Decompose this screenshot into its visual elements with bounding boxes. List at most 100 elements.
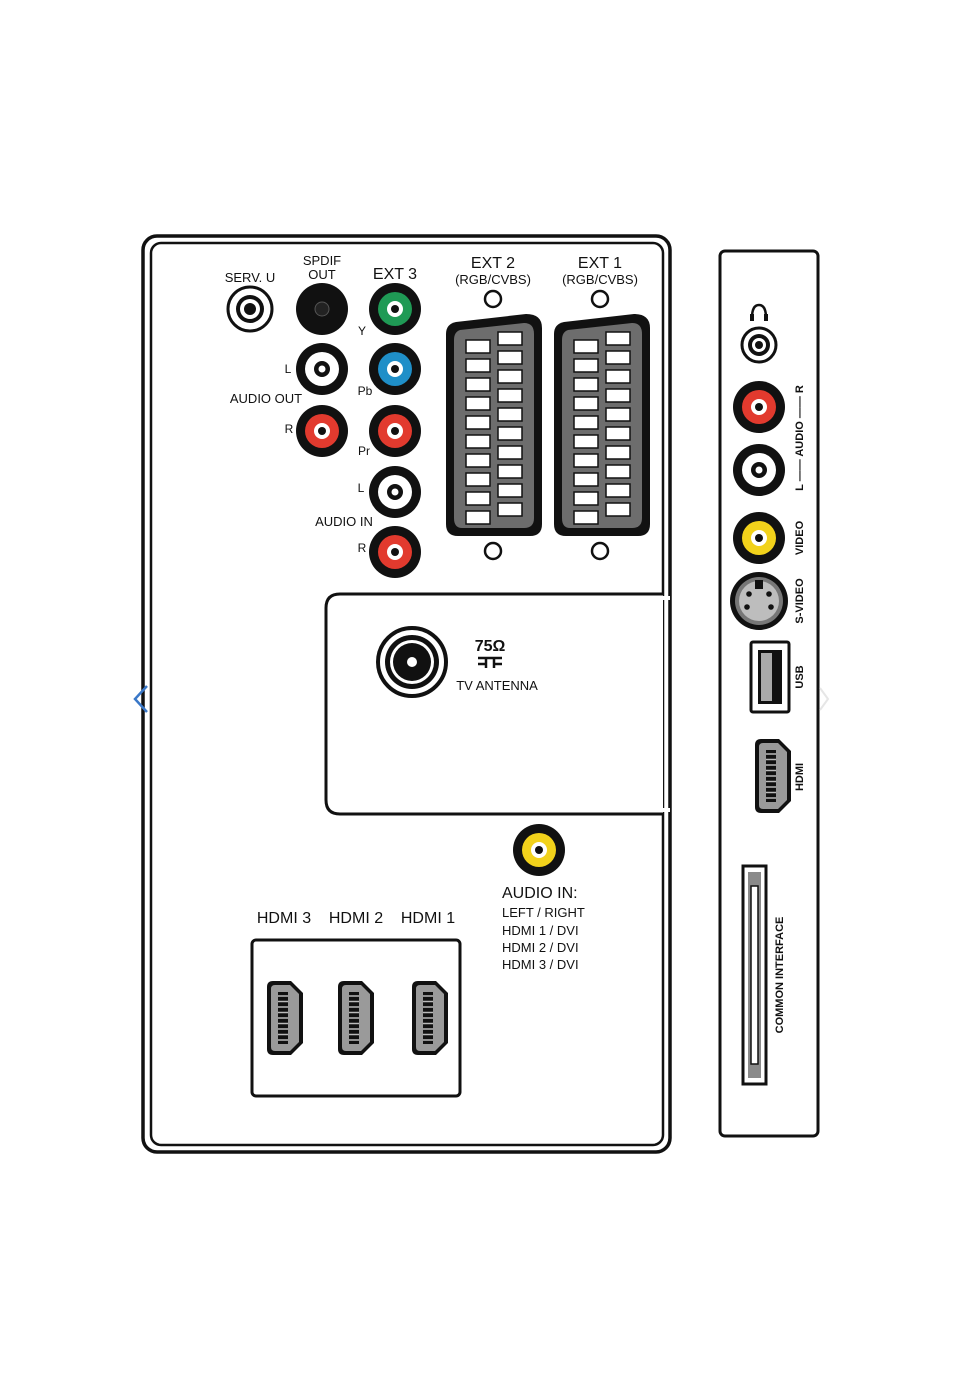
ext3-label: EXT 3 [373,266,417,283]
ext3-y-port [369,283,421,335]
audio-in-hdmi-line: LEFT / RIGHT [502,905,585,920]
hdmi3-label: HDMI 3 [257,910,311,927]
chevron-left-icon[interactable] [133,685,148,713]
scart-pin [573,510,599,525]
side-usb-label: USB [794,665,806,688]
antenna-impedance-label: 75Ω [475,638,506,655]
scart-pin [497,407,523,422]
ext3-y-label: Y [358,324,366,338]
scart-pin [605,369,631,384]
ext2-sub-label: (RGB/CVBS) [455,272,531,287]
scart-pin [465,434,491,449]
antenna-symbol-icon [478,656,502,668]
scart-pin [573,415,599,430]
hdmi1-port [412,981,448,1055]
common-interface-label: COMMON INTERFACE [774,917,786,1034]
headphone-icon [750,303,768,321]
scart-screw-holes [483,289,610,561]
scart-pin [497,502,523,517]
scart-pin [497,464,523,479]
audio-in-hdmi-line: HDMI 3 / DVI [502,957,579,972]
side-video-label: VIDEO [794,520,806,555]
side-video-port [733,512,785,564]
scart-pin [497,369,523,384]
chevron-right-icon[interactable] [819,687,830,711]
scart-pin [497,483,523,498]
ext3-pb-port [369,343,421,395]
side-svideo-label: S-VIDEO [794,578,806,624]
hdmi2-label: HDMI 2 [329,910,383,927]
scart-pin [605,331,631,346]
scart-pin [497,350,523,365]
scart-pin [605,407,631,422]
ext3-pb-label: Pb [358,384,373,398]
common-interface-slot [741,864,768,1086]
ext1-scart-connector [554,314,650,536]
audio-out-label: AUDIO OUT [230,391,302,406]
side-audio-r-port [733,381,785,433]
scart-pin [605,350,631,365]
scart-pin [573,358,599,373]
audio-out-l-label: L [285,362,292,376]
scart-pin [465,377,491,392]
side-hdmi-port [755,739,791,813]
scart-pin [497,388,523,403]
scart-pin [497,445,523,460]
audio-out-r-label: R [285,422,294,436]
audio-in-l-port [369,466,421,518]
scart-pin [465,339,491,354]
scart-pin [573,491,599,506]
scart-pin [605,483,631,498]
audio-in-r-port [369,526,421,578]
scart-pin [605,445,631,460]
tv-antenna-port [376,626,448,698]
scart-pin [497,331,523,346]
audio-in-hdmi-line: HDMI 1 / DVI [502,923,579,938]
hdmi-ports [267,981,448,1055]
audio-out-l-port [296,343,348,395]
ext2-label: EXT 2 [471,255,515,272]
audio-in-l-label: L [358,481,365,495]
audio-in-hdmi-title: AUDIO IN: [502,885,578,902]
side-hdmi-label: HDMI [794,763,806,791]
ext3-pr-port [369,405,421,457]
ext2-scart-connector [446,314,542,536]
serv-u-label: SERV. U [225,270,276,285]
ext1-label: EXT 1 [578,255,622,272]
scart-pin [573,396,599,411]
tv-antenna-label: TV ANTENNA [456,678,538,693]
scart-pin [573,339,599,354]
scart-pin [605,388,631,403]
scart-pin [465,491,491,506]
audio-in-label: AUDIO IN [315,514,373,529]
hdmi2-port [338,981,374,1055]
headphone-port [740,326,778,364]
audio-in-hdmi-line: HDMI 2 / DVI [502,940,579,955]
scart-pin [573,472,599,487]
serv-u-port: SERV. U [225,270,276,333]
audio-in-hdmi-port [513,824,565,876]
ext3-pr-label: Pr [358,444,370,458]
ext1-sub-label: (RGB/CVBS) [562,272,638,287]
audio-out-r-port [296,405,348,457]
scart-pin [573,434,599,449]
scart-pin [573,377,599,392]
side-audio-l-port [733,444,785,496]
scart-pin [465,453,491,468]
hdmi3-port [267,981,303,1055]
audio-in-r-label: R [358,541,367,555]
scart-pin [573,453,599,468]
scart-pin [605,426,631,441]
side-usb-port [749,640,791,714]
scart-pin [465,510,491,525]
scart-pin [465,396,491,411]
spdif-label-line2: OUT [308,267,336,282]
scart-pin [465,472,491,487]
scart-pin [497,426,523,441]
scart-pin [465,358,491,373]
spdif-out-port: SPDIF OUT [296,253,348,335]
spdif-label-line1: SPDIF [303,253,341,268]
scart-pin [605,502,631,517]
side-audio-label: L —— AUDIO —— R [794,385,806,491]
